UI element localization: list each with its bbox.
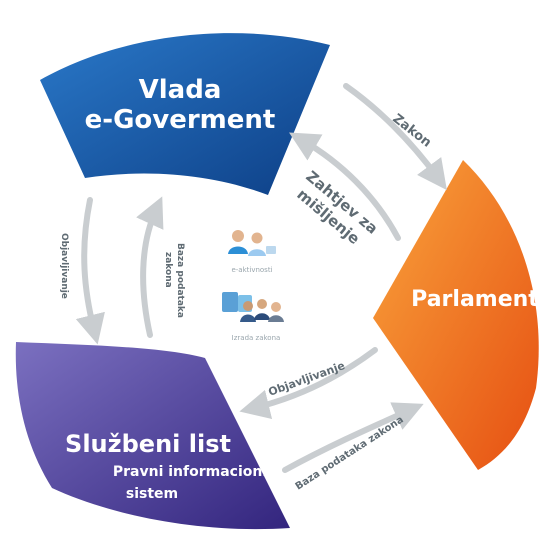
arrow-zahtjev	[289, 132, 401, 241]
arrow-objavljivanje-bottom	[239, 347, 378, 420]
arrow-objavljivanje-left	[75, 197, 105, 345]
vlada-shape	[40, 33, 330, 195]
parlament-title: Parlament	[411, 287, 539, 312]
label-baza-left-line1: Baza podataka	[175, 243, 185, 318]
vlada-title-line1: Vlada	[139, 75, 222, 105]
arrow-baza-left	[136, 196, 164, 338]
arrows-group	[75, 83, 447, 473]
label-objavljivanje-left: Objavljivanje	[59, 233, 69, 299]
vlada-title-line2: e-Goverment	[85, 105, 276, 135]
sluzbeni-shape	[15, 342, 291, 530]
team-server-icon	[222, 292, 284, 322]
arrow-baza-bottom	[282, 402, 424, 473]
sluzbeni-title: Službeni list	[65, 430, 231, 458]
center-icon2-label: Izrada zakona	[232, 334, 281, 342]
sluzbeni-subtitle-line1: Pravni informacioni	[113, 464, 267, 480]
vlada-segment: Vlada e-Goverment	[40, 33, 330, 195]
people-icon	[228, 230, 276, 256]
center-icon1-label: e-aktivnosti	[231, 266, 272, 274]
center-icon-group-2: Izrada zakona	[222, 292, 284, 342]
label-baza-left-line2: zakona	[163, 252, 173, 288]
parlament-segment: Parlament	[373, 160, 539, 470]
arrow-zakon	[343, 83, 447, 191]
center-icon-group-1: e-aktivnosti	[228, 230, 276, 274]
sluzbeni-segment: Službeni list Pravni informacioni sistem	[15, 342, 291, 530]
parlament-shape	[373, 160, 539, 470]
sluzbeni-subtitle-line2: sistem	[126, 486, 178, 502]
